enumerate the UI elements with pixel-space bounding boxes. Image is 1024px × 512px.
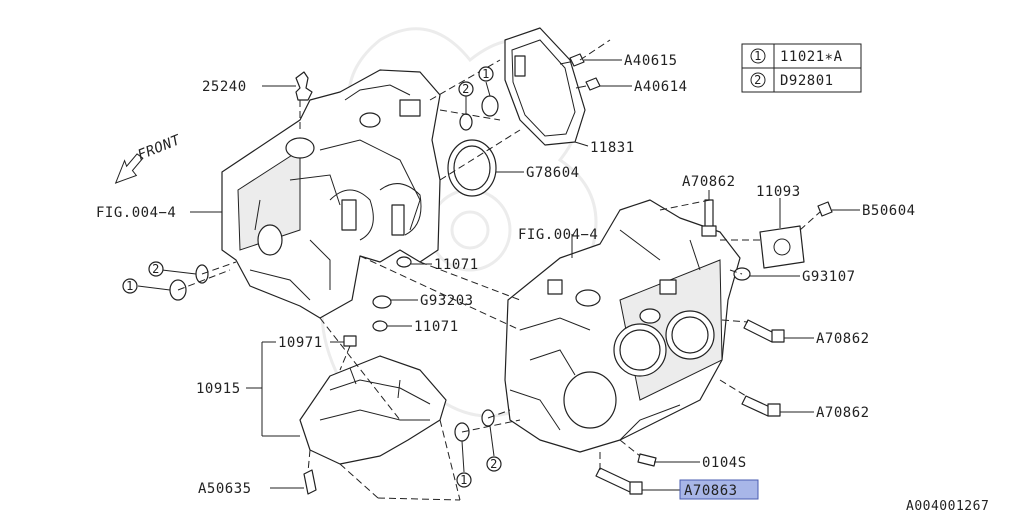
legend-num-2: 2 [754,73,762,87]
legend-code-1: 11021∗A [780,49,843,65]
front-arrow: FRONT [114,132,184,184]
label-g93203[interactable]: G93203 [420,293,474,309]
legend-circle-2 [750,72,766,88]
small-parts [169,53,833,495]
label-a70863[interactable]: A70863 [684,483,738,499]
label-b50604[interactable]: B50604 [862,203,916,219]
label-25240[interactable]: 25240 [202,79,247,95]
label-a70862-low[interactable]: A70862 [816,405,870,421]
part-labels: A40615 A40614 25240 11831 G78604 A70862 … [96,53,989,512]
label-a50635[interactable]: A50635 [198,481,252,497]
label-10971[interactable]: 10971 [278,335,323,351]
label-11071-lower[interactable]: 11071 [414,319,459,335]
circle-callouts: 1 2 1 2 1 2 [122,66,502,488]
label-g78604[interactable]: G78604 [526,165,580,181]
oil-seal [447,139,497,197]
label-11071-upper[interactable]: 11071 [434,257,479,273]
label-a70863-highlight [679,479,759,500]
callout-circle-2-top [458,81,474,97]
label-11831[interactable]: 11831 [590,140,635,156]
label-0104s[interactable]: 0104S [702,455,747,471]
callout-num-1-left: 1 [126,279,134,293]
callout-num-2-left: 2 [152,262,160,276]
label-fig-right[interactable]: FIG.004−4 [518,227,598,243]
left-cylinder-block [221,69,441,319]
oil-baffle [299,355,447,465]
label-g93107[interactable]: G93107 [802,269,856,285]
label-11093[interactable]: 11093 [756,184,801,200]
label-10915[interactable]: 10915 [196,381,241,397]
label-fig-left[interactable]: FIG.004−4 [96,205,176,221]
callout-circle-2-bottom [486,456,502,472]
callout-num-2-top: 2 [462,82,470,96]
rear-plate [504,27,586,146]
front-label: FRONT [136,132,184,164]
callout-circle-2-left [148,261,164,277]
label-a70862-mid[interactable]: A70862 [816,331,870,347]
label-a70862-top[interactable]: A70862 [682,174,736,190]
callout-num-1-bottom: 1 [460,473,468,487]
callout-num-2-bottom: 2 [490,457,498,471]
callout-num-1-top: 1 [482,67,490,81]
diagram-id: A004001267 [906,499,989,512]
assembly-lines [177,39,821,501]
callout-circle-1-bottom [456,472,472,488]
right-cylinder-block [504,199,741,453]
label-a40614[interactable]: A40614 [634,79,688,95]
legend-table: 1 11021∗A 2 D92801 [741,43,862,93]
leader-lines [137,59,860,491]
legend-code-2: D92801 [780,73,834,89]
legend-circle-1 [750,48,766,64]
label-a40615[interactable]: A40615 [624,53,678,69]
callout-circle-1-top [478,66,494,82]
callout-circle-1-left [122,278,138,294]
legend-num-1: 1 [754,49,762,63]
